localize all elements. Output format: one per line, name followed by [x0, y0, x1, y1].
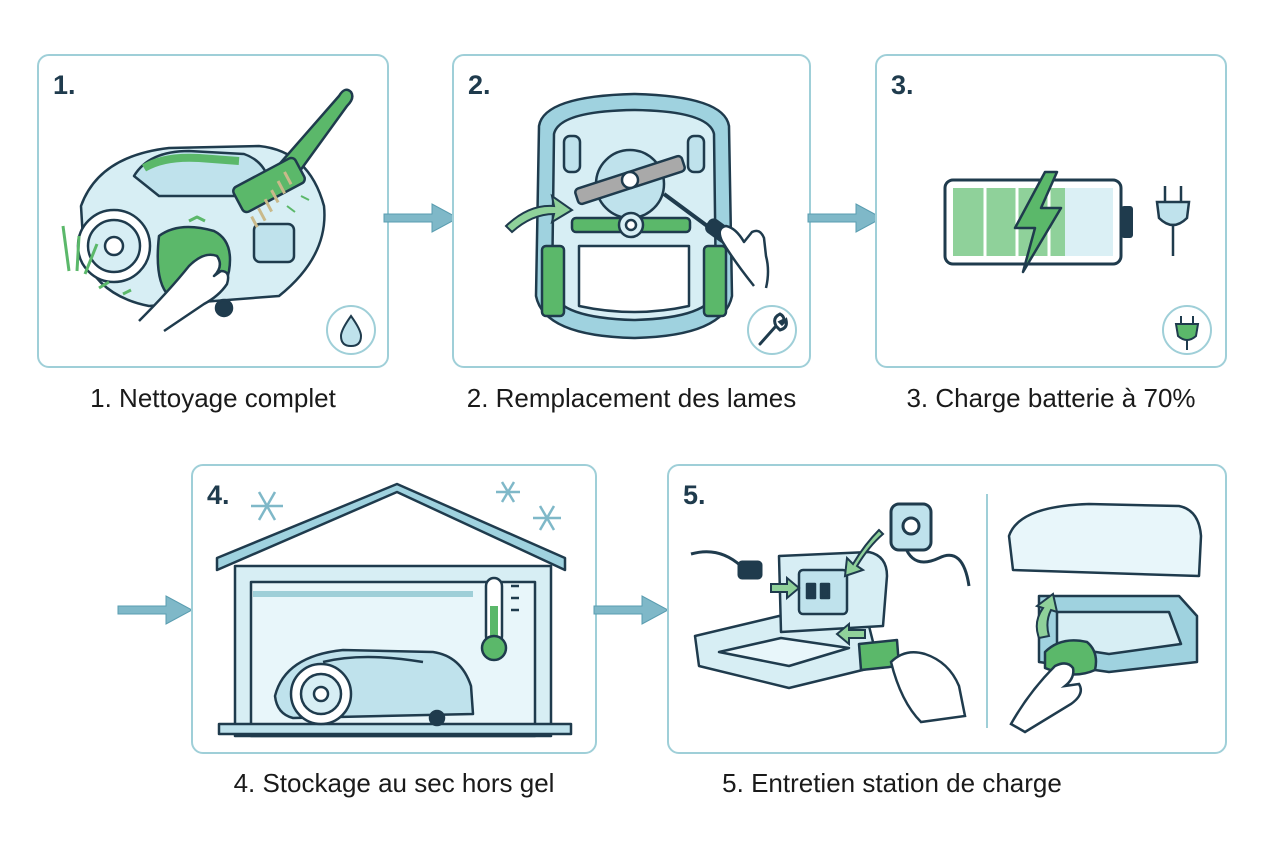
- snowflake-icon: [251, 481, 561, 531]
- lightning-bolt-icon: [1013, 170, 1063, 274]
- cleaning-hand-illustration: [1009, 662, 1082, 734]
- flow-arrow-3-icon: [117, 595, 194, 625]
- plug-icon: [1174, 316, 1200, 350]
- thermometer-icon: [480, 576, 519, 662]
- step-5-number: 5.: [683, 480, 706, 510]
- stored-mower-illustration: [273, 648, 475, 727]
- screwdriver-hand-illustration: [662, 192, 770, 289]
- step-4-illustration: [215, 481, 573, 738]
- step-2-illustration: [504, 92, 797, 355]
- step-1-number: 1.: [53, 70, 76, 100]
- rotate-arrow-icon: [504, 193, 574, 234]
- station-cover-illustration: [1007, 502, 1203, 676]
- step-1-caption: 1. Nettoyage complet: [90, 383, 336, 413]
- step-4-caption: 4. Stockage au sec hors gel: [233, 768, 555, 798]
- lift-arrow-icon: [1034, 592, 1059, 640]
- power-cable-icon: [690, 502, 971, 587]
- water-drop-icon: [339, 314, 363, 348]
- brush-icon: [232, 88, 354, 228]
- step-3-illustration: [943, 170, 1212, 355]
- step-3-panel: 3.: [875, 54, 1227, 368]
- hand-with-cloth-illustration: [138, 225, 232, 333]
- step-5-caption: 5. Entretien station de charge: [722, 768, 1062, 798]
- green-arrows-icon: [770, 528, 885, 647]
- grass-icon: [61, 225, 132, 296]
- flow-arrow-1-icon: [383, 203, 460, 233]
- step-1-illustration: [61, 88, 376, 355]
- wrench-icon: [758, 312, 788, 346]
- step-5-illustration: [690, 494, 1203, 734]
- step-2-caption: 2. Remplacement des lames: [466, 383, 797, 413]
- step-3-number: 3.: [891, 70, 914, 100]
- step-4-panel: 4.: [191, 464, 597, 754]
- hand-illustration: [889, 651, 967, 724]
- step-5-panel: 5.: [667, 464, 1227, 754]
- flow-arrow-4-icon: [593, 595, 670, 625]
- mower-underside-illustration: [534, 92, 734, 340]
- step-2-panel: 2.: [452, 54, 811, 368]
- step-1-panel: 1.: [37, 54, 389, 368]
- power-plug-icon: [1155, 186, 1191, 256]
- wrench-badge: [747, 305, 797, 355]
- charging-station-illustration: [693, 550, 901, 690]
- step-3-caption: 3. Charge batterie à 70%: [906, 383, 1196, 413]
- water-drop-badge: [326, 305, 376, 355]
- plug-badge: [1162, 305, 1212, 355]
- step-4-number: 4.: [207, 480, 230, 510]
- flow-arrow-2-icon: [807, 203, 884, 233]
- step-2-number: 2.: [468, 70, 491, 100]
